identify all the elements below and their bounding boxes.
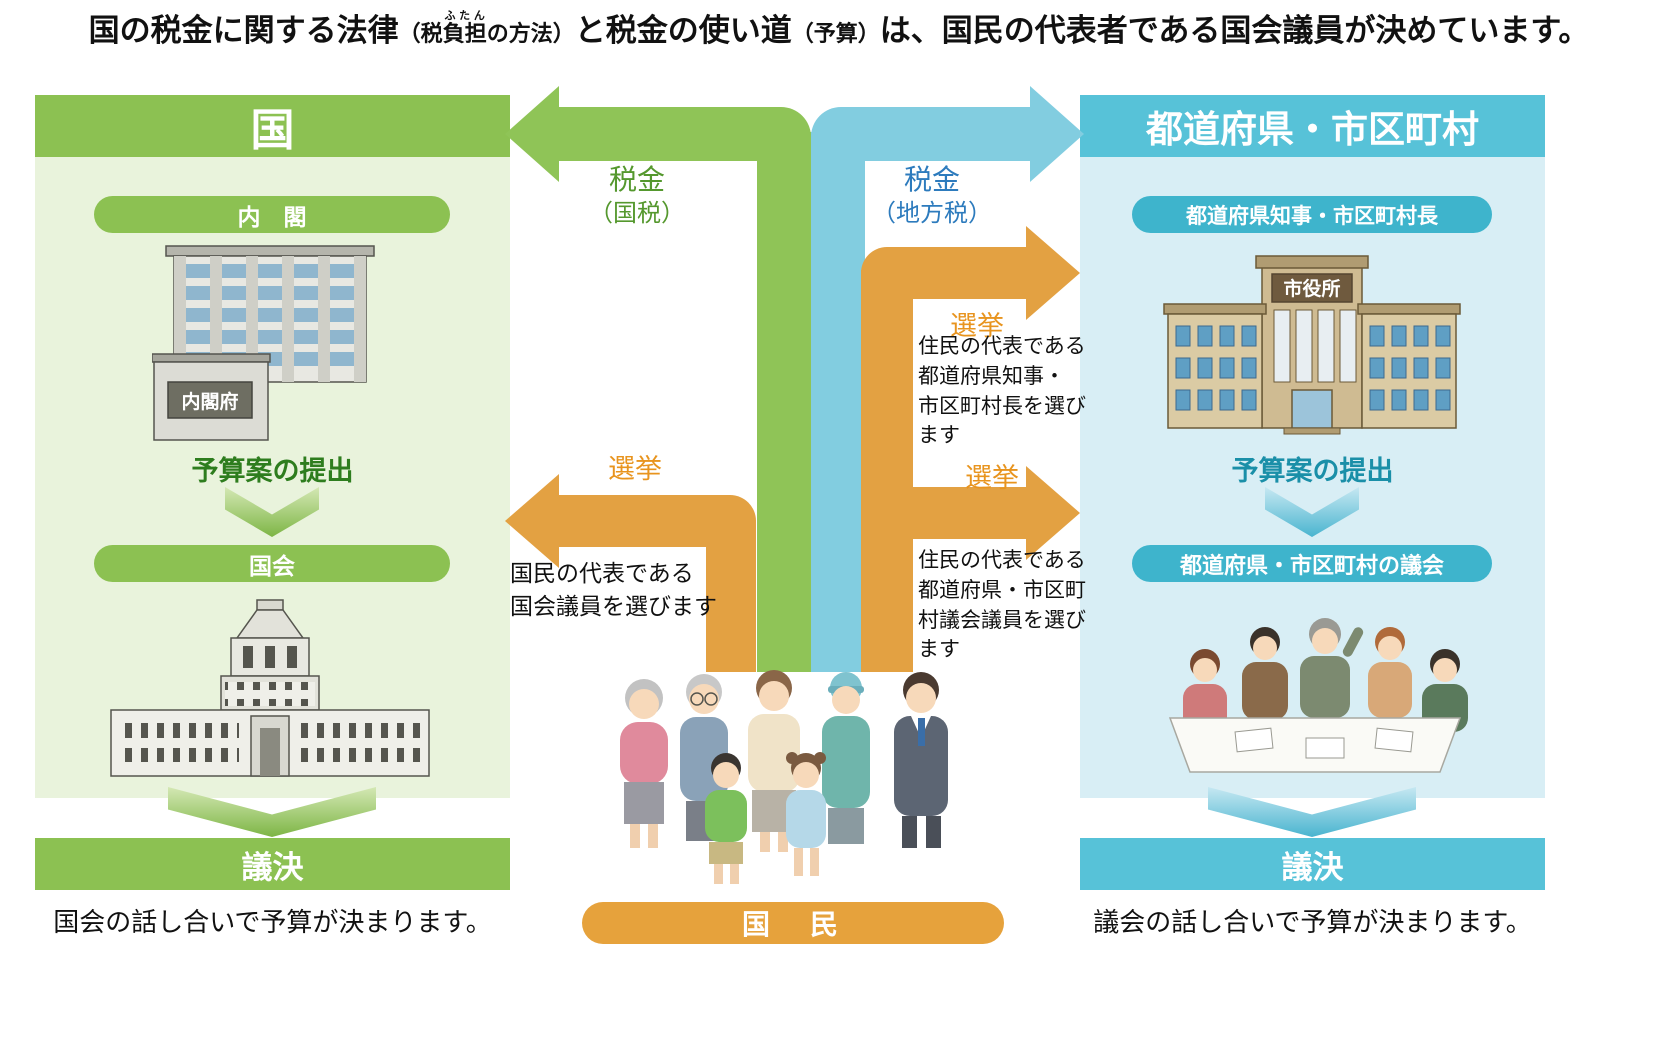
title-paren2: （予算） (791, 21, 880, 46)
election-assembly-note: 住民の代表である 都道府県・市区町 村議会議員を選び ます (918, 549, 1086, 662)
meeting-person (1300, 618, 1364, 718)
election-governor-arrow (861, 247, 1030, 299)
tax-national-subtext: （国税） (589, 200, 685, 228)
assembly-pill: 都道府県・市区町村の議会 (1132, 545, 1492, 582)
tax-local-arrow (811, 107, 1034, 161)
title-segment-2: と税金の使い道 (574, 13, 792, 48)
city-hall-sign-text: 市役所 (1283, 277, 1340, 300)
nation-header: 国 (35, 95, 510, 157)
election-diet-arrow (557, 495, 756, 547)
page-title: 国の税金に関する法律（税負担ふたんの方法）と税金の使い道（予算）は、国民の代表者… (0, 6, 1678, 56)
title-paren1-open: （税 (398, 21, 443, 46)
cabinet-pilasters (174, 256, 366, 382)
election-governor-note: 住民の代表である 都道府県知事・ 市区町村長を選び ます (918, 335, 1086, 448)
cabinet-pill: 内 閣 (94, 196, 450, 233)
tax-local-subtext: （地方税） (872, 200, 992, 228)
election-prefecture-arrow (861, 270, 913, 672)
tax-national-text: 税金 (608, 164, 665, 195)
decision-bar-nation: 議決 (35, 838, 510, 890)
election-diet-label: 選挙 (608, 454, 662, 484)
citizen-suit-man (894, 672, 948, 848)
tax-local-label: 税金 （地方税） (857, 162, 1007, 230)
citizens-family-illustration (620, 670, 948, 884)
meeting-person (1242, 627, 1288, 720)
election-diet-note: 国民の代表である 国会議員を選びます (510, 560, 717, 620)
election-assembly-arrow (861, 487, 1030, 539)
tax-local-arrow (811, 132, 865, 672)
prefecture-header: 都道府県・市区町村 (1080, 95, 1545, 157)
title-ruby: 負担ふたん (442, 10, 487, 46)
meeting-person (1368, 627, 1412, 718)
diet-pill: 国会 (94, 545, 450, 582)
decision-note-nation: 国会の話し合いで予算が決まります。 (53, 907, 492, 937)
tax-national-arrowhead-icon (505, 86, 559, 182)
budget-submit-label-nation: 予算案の提出 (191, 456, 354, 486)
citizens-bar: 国 民 (582, 902, 1004, 944)
assembly-meeting-illustration (1168, 618, 1468, 773)
city-hall-building-illustration: 市役所 (1163, 255, 1461, 435)
cabinet-office-building-illustration: 内閣府 (152, 245, 375, 441)
citizen-grandma (620, 679, 668, 848)
decision-bar-prefecture: 議決 (1080, 838, 1545, 890)
tax-national-label: 税金 （国税） (567, 162, 707, 230)
tax-local-text: 税金 (903, 164, 960, 195)
decision-note-prefecture: 議会の話し合いで予算が決まります。 (1093, 907, 1532, 937)
tax-local-arrowhead-icon (1030, 86, 1084, 182)
election-governor-label: 選挙 (950, 311, 1004, 341)
title-segment-1: 国の税金に関する法律 (88, 13, 399, 48)
tax-national-arrow (757, 132, 811, 672)
tower-window-strips (1273, 309, 1357, 383)
wing-windows (1175, 325, 1451, 411)
citizen-boy (705, 753, 747, 884)
title-paren1-close: の方法） (486, 21, 575, 46)
tax-national-arrow (557, 107, 811, 161)
governor-pill: 都道府県知事・市区町村長 (1132, 196, 1492, 233)
election-diet-arrowhead-icon (505, 474, 559, 568)
cabinet-sign-plate (167, 381, 253, 419)
meeting-papers (1234, 727, 1414, 759)
budget-submit-label-prefecture: 予算案の提出 (1231, 456, 1394, 486)
citizen-worker-woman (822, 672, 870, 844)
election-assembly-label: 選挙 (965, 463, 1019, 493)
title-segment-3: は、国民の代表者である国会議員が決めています。 (879, 13, 1590, 48)
cabinet-sign-text: 内閣府 (181, 390, 238, 413)
diet-building-illustration (110, 599, 430, 777)
city-hall-sign-plate (1271, 273, 1353, 303)
citizen-girl (786, 752, 826, 876)
